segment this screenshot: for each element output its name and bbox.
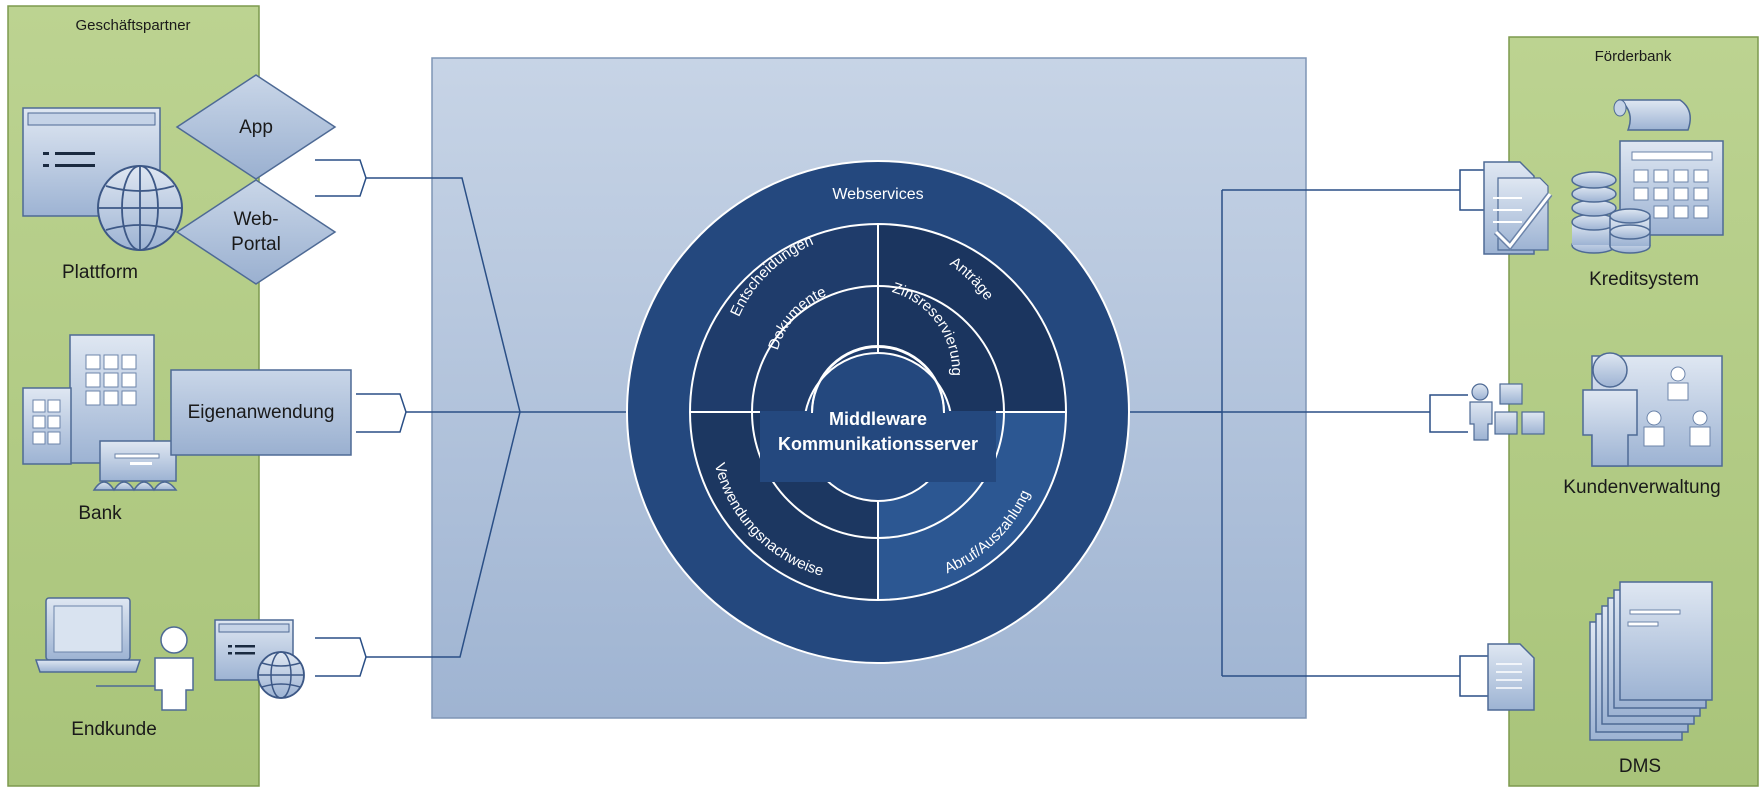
kreditsystem-label: Kreditsystem	[1589, 269, 1699, 290]
org-presenter-icon	[1469, 383, 1545, 441]
kundenverwaltung-label: Kundenverwaltung	[1563, 477, 1720, 498]
webservices-label: Webservices	[832, 186, 923, 203]
small-globe-icon	[257, 651, 305, 699]
app-node: App	[175, 74, 337, 180]
core-label-line2: Kommunikationsserver	[778, 434, 978, 454]
document-check-icon	[1483, 161, 1553, 255]
endkunde-label: Endkunde	[71, 719, 157, 740]
webportal-label-line2: Portal	[231, 234, 281, 255]
database-front-icon	[1609, 208, 1651, 254]
webportal-node: Web- Portal	[175, 179, 337, 285]
small-document-icon	[1487, 643, 1535, 711]
bank-label: Bank	[78, 503, 122, 524]
laptop-icon	[34, 597, 166, 687]
webservices-circle: Webservices Middleware Kommunikationsser…	[626, 160, 1130, 664]
counter-desk-icon	[92, 440, 178, 492]
eigenanwendung-node: Eigenanwendung	[170, 369, 352, 456]
plattform-label: Plattform	[62, 262, 138, 283]
foerderbank-panel-title: Förderbank	[1595, 48, 1672, 65]
globe-icon	[97, 165, 183, 251]
partner-panel-title: Geschäftspartner	[75, 17, 190, 34]
customer-person-icon	[1582, 352, 1638, 467]
right-connectors	[1130, 169, 1488, 697]
app-label: App	[239, 117, 273, 138]
person-icon	[154, 626, 194, 711]
eigenanwendung-label: Eigenanwendung	[188, 402, 335, 423]
left-connectors	[315, 159, 630, 677]
webportal-label-line1: Web-	[233, 209, 278, 230]
dms-label: DMS	[1619, 756, 1661, 777]
core-label-line1: Middleware	[829, 409, 927, 429]
document-stack-icon	[1589, 581, 1713, 741]
